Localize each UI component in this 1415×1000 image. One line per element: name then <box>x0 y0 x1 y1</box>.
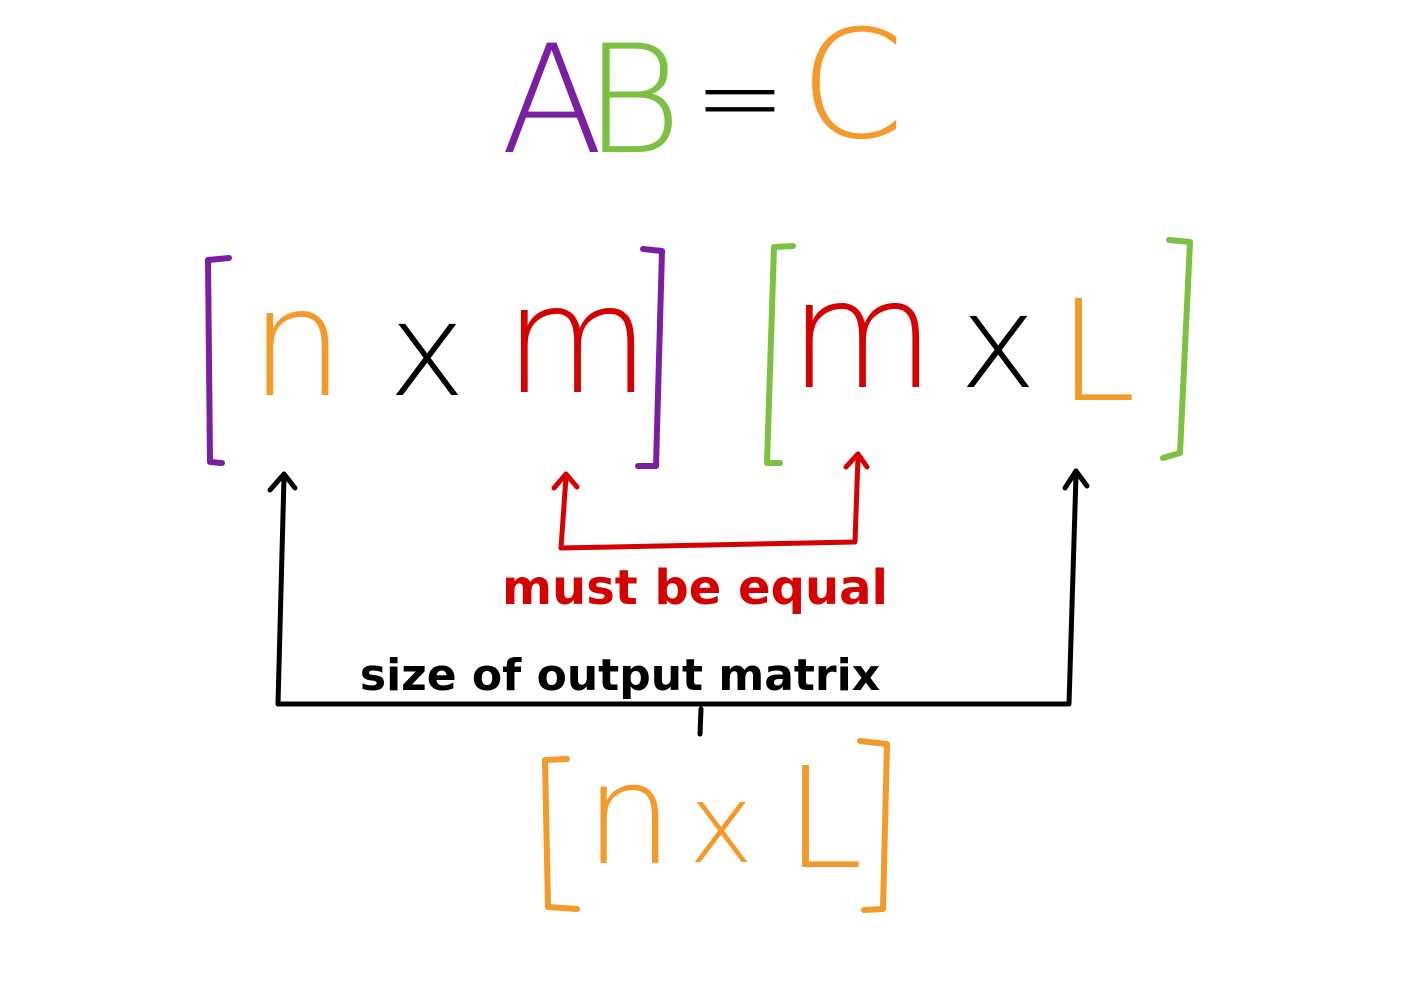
output-size-connector-line <box>275 472 1079 707</box>
matrix-b-rows: m <box>789 249 935 423</box>
result-cols: L <box>785 738 863 901</box>
matrix-a-right-bracket <box>635 246 665 469</box>
matrix-a-left-bracket <box>205 255 232 466</box>
inner-dimension-connector: must be equal <box>502 451 888 616</box>
matrix-a-times: x <box>389 274 466 426</box>
inner-dimension-label: must be equal <box>502 560 888 616</box>
output-size-label: size of output matrix <box>360 650 880 701</box>
result-dimensions: n x L <box>542 734 890 913</box>
arrowhead-icon <box>1062 468 1090 491</box>
matrix-b-right-bracket <box>1160 237 1193 461</box>
equation-matrix-a: A <box>501 14 604 188</box>
matrix-b-times: x <box>960 266 1037 418</box>
matrix-a-rows: n <box>249 257 344 431</box>
matrix-b-cols: L <box>1058 271 1136 434</box>
result-rows: n <box>585 734 674 897</box>
result-right-bracket <box>857 738 890 913</box>
arrowhead-icon <box>843 451 870 470</box>
matrix-b-left-bracket <box>764 243 796 466</box>
arrowhead-icon <box>267 471 298 493</box>
matrix-b-dimensions: m x L <box>764 237 1193 466</box>
result-times: x <box>688 760 753 888</box>
equation-matrix-b: B <box>584 14 682 188</box>
arrowhead-icon <box>551 471 580 491</box>
inner-dimension-connector-line <box>558 454 861 551</box>
output-size-connector: size of output matrix <box>267 468 1090 737</box>
output-size-tick <box>697 706 704 737</box>
equation: A B = C <box>501 0 905 188</box>
matrix-a-cols: m <box>504 254 650 428</box>
matrix-a-dimensions: n x m <box>205 246 665 469</box>
equation-equals-sign: = <box>694 33 786 161</box>
equation-matrix-c: C <box>800 0 905 173</box>
result-left-bracket <box>542 756 580 912</box>
